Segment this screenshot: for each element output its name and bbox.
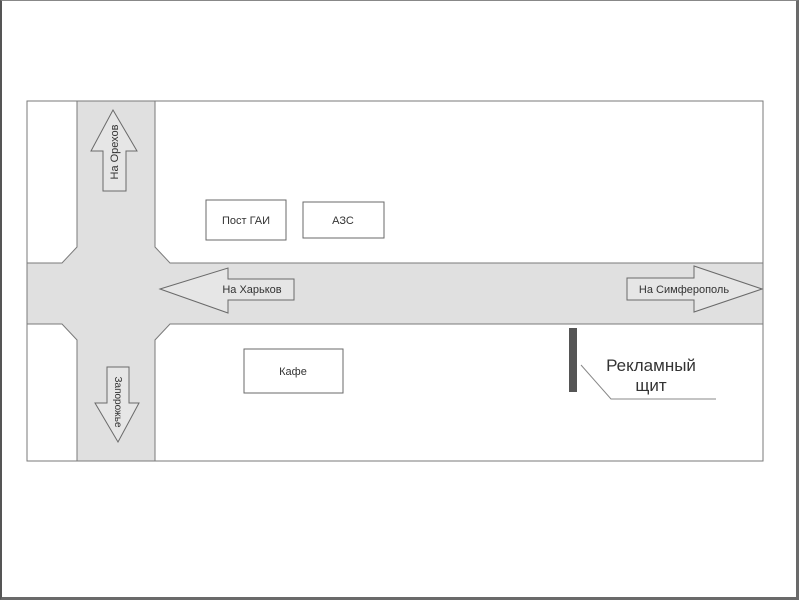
- road-network: [26, 100, 764, 462]
- direction-west-label: На Харьков: [222, 284, 281, 296]
- arrow-south: Запорожье: [94, 366, 140, 444]
- arrow-right-icon: [626, 265, 764, 313]
- billboard-label-line1: Рекламный: [606, 356, 696, 375]
- arrow-east: На Симферополь: [626, 265, 764, 313]
- cafe-label: Кафе: [279, 366, 307, 378]
- direction-east-label: На Симферополь: [639, 284, 729, 296]
- building-gai-post: Пост ГАИ: [205, 199, 287, 241]
- arrow-north: На Орехов: [90, 108, 138, 192]
- arrow-down-icon: [94, 366, 140, 444]
- direction-north-label: На Орехов: [109, 124, 121, 179]
- building-gas-station: АЗС: [302, 201, 385, 239]
- arrow-left-icon: [158, 267, 295, 314]
- gas-station-label: АЗС: [332, 215, 354, 227]
- billboard: Рекламный щит: [569, 328, 716, 400]
- building-cafe: Кафе: [243, 348, 344, 394]
- direction-south-label: Запорожье: [112, 376, 123, 427]
- billboard-leader-line: [580, 364, 716, 400]
- billboard-marker: [569, 328, 577, 392]
- arrow-west: На Харьков: [158, 267, 295, 314]
- billboard-label-line2: щит: [635, 376, 666, 395]
- arrow-up-icon: [90, 108, 138, 192]
- gai-post-label: Пост ГАИ: [222, 215, 270, 227]
